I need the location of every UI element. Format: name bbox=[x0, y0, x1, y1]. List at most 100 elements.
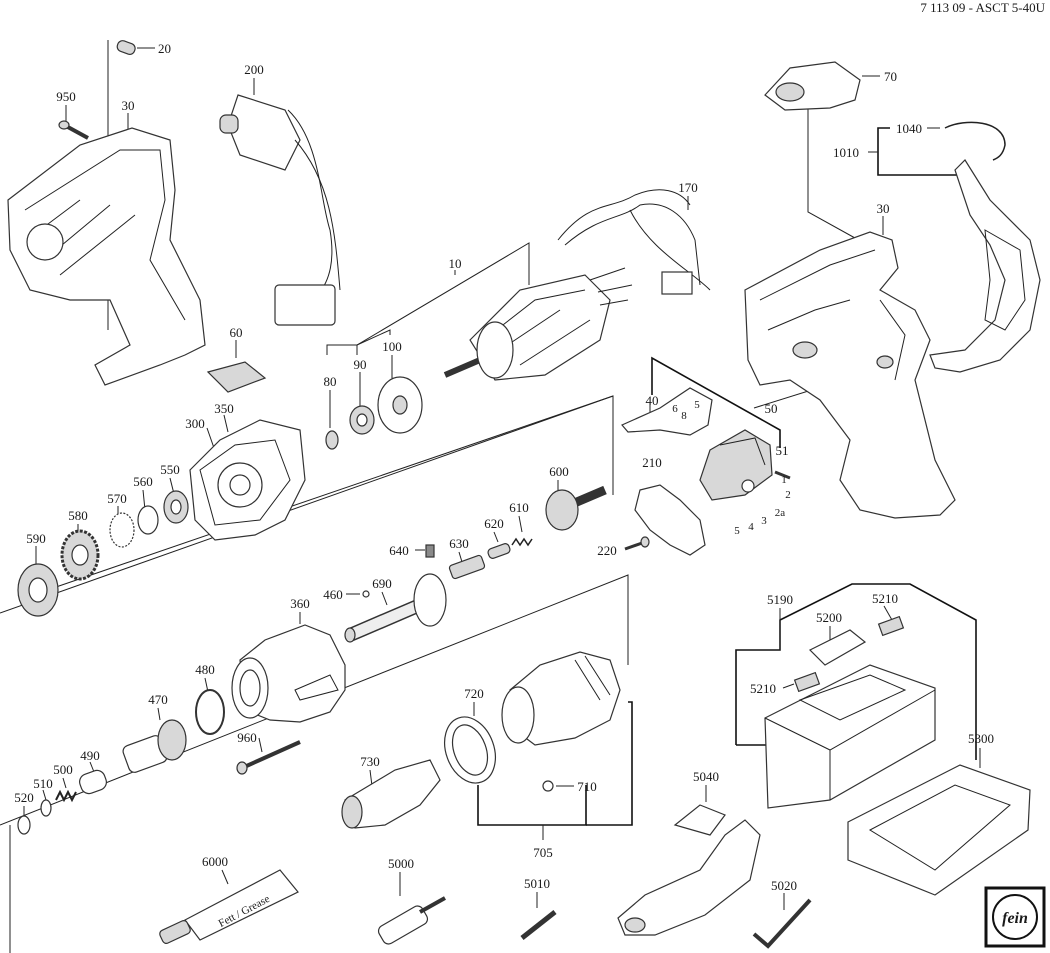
label-part: 1040 bbox=[896, 121, 922, 136]
part-compression-spring bbox=[55, 789, 77, 803]
part-grease-tube: Fett / Grease bbox=[159, 869, 299, 944]
part-nose-piece bbox=[501, 651, 621, 746]
label-part: 5200 bbox=[816, 610, 842, 625]
label-part: 200 bbox=[244, 62, 264, 77]
part-fan bbox=[377, 376, 423, 434]
label-part: 720 bbox=[464, 686, 484, 701]
label-part: 640 bbox=[389, 543, 409, 558]
label-part: 5210 bbox=[750, 681, 776, 696]
part-drive-shaft bbox=[545, 485, 607, 531]
label-part: 5040 bbox=[693, 769, 719, 784]
label-part: 470 bbox=[148, 692, 168, 707]
label-part: 5010 bbox=[524, 876, 550, 891]
label-part: 6 bbox=[672, 403, 678, 415]
part-depth-ring bbox=[444, 716, 496, 784]
label-part: 300 bbox=[185, 416, 205, 431]
label-part: 1 bbox=[781, 474, 787, 486]
label-part: 960 bbox=[237, 730, 257, 745]
label-part: 620 bbox=[484, 516, 504, 531]
label-part: 51 bbox=[776, 443, 789, 458]
part-spring bbox=[511, 537, 533, 547]
label-part: 600 bbox=[549, 464, 569, 479]
fein-logo: fein bbox=[984, 886, 1046, 948]
part-screw bbox=[58, 120, 89, 140]
part-case-handle bbox=[808, 629, 867, 666]
label-part: 5 bbox=[734, 525, 740, 537]
part-cap bbox=[764, 61, 861, 111]
label-part: 5210 bbox=[872, 591, 898, 606]
part-screwdriver-bit bbox=[520, 910, 557, 940]
label-part: 580 bbox=[68, 508, 88, 523]
label-part: 2a bbox=[775, 507, 786, 519]
label-part: 360 bbox=[290, 596, 310, 611]
part-bit-holder bbox=[341, 759, 441, 829]
label-part: 220 bbox=[597, 543, 617, 558]
part-hex-key bbox=[752, 898, 812, 949]
part-electronics bbox=[219, 94, 341, 326]
part-small-screw bbox=[774, 470, 791, 480]
part-washer bbox=[325, 430, 339, 450]
label-part: 550 bbox=[160, 462, 180, 477]
label-part: 2 bbox=[785, 489, 791, 501]
label-part: 610 bbox=[509, 500, 529, 515]
part-retaining-ring bbox=[17, 815, 31, 835]
label-part: 6000 bbox=[202, 854, 228, 869]
label-part: 480 bbox=[195, 662, 215, 677]
label-part: 510 bbox=[33, 776, 53, 791]
part-washer-560 bbox=[137, 505, 159, 535]
part-bushing bbox=[79, 769, 107, 795]
part-pin-small bbox=[487, 543, 511, 559]
label-part: 8 bbox=[681, 410, 687, 422]
label-part: 20 bbox=[158, 41, 171, 56]
label-part: 210 bbox=[642, 455, 662, 470]
label-part: 30 bbox=[122, 98, 135, 113]
part-spring-clip bbox=[944, 121, 1006, 161]
part-trigger-screw bbox=[624, 536, 650, 551]
part-ball bbox=[542, 780, 554, 792]
label-part: 30 bbox=[877, 201, 890, 216]
part-trigger bbox=[634, 484, 706, 556]
label-part: 500 bbox=[53, 762, 73, 777]
label-part: 710 bbox=[577, 779, 597, 794]
label-part: 350 bbox=[214, 401, 234, 416]
label-part: 4 bbox=[748, 521, 754, 533]
part-housing-right bbox=[744, 231, 956, 519]
label-part: 560 bbox=[133, 474, 153, 489]
part-connector bbox=[206, 361, 267, 393]
part-switch-contact bbox=[621, 387, 713, 436]
label-part: 80 bbox=[324, 374, 337, 389]
part-case-base bbox=[847, 764, 1031, 896]
label-part: 40 bbox=[646, 393, 659, 408]
part-motor bbox=[443, 267, 633, 381]
part-housing-left bbox=[7, 127, 206, 386]
label-part: 950 bbox=[56, 89, 76, 104]
part-spindle-screw bbox=[448, 554, 486, 580]
part-gear-580 bbox=[60, 529, 100, 581]
part-case bbox=[764, 664, 936, 809]
part-spindle bbox=[344, 573, 447, 643]
part-set-screw bbox=[425, 544, 435, 558]
label-part: 5190 bbox=[767, 592, 793, 607]
part-socket bbox=[377, 896, 446, 945]
label-part: 5020 bbox=[771, 878, 797, 893]
label-part: 170 bbox=[678, 180, 698, 195]
label-part: 70 bbox=[884, 69, 897, 84]
label-part: 460 bbox=[323, 587, 343, 602]
part-needle-bearing bbox=[109, 512, 135, 548]
leader-lines bbox=[0, 40, 981, 953]
label-part: 1010 bbox=[833, 145, 859, 160]
part-belt-hook bbox=[929, 159, 1041, 373]
part-drawings: Fett / Grease bbox=[7, 40, 1041, 949]
label-part: 590 bbox=[26, 531, 46, 546]
fein-logo-text: fein bbox=[1002, 910, 1028, 927]
part-labels: 20 200 950 30 60 350 300 10 80 90 100 17… bbox=[14, 41, 994, 893]
label-part: 50 bbox=[765, 401, 778, 416]
label-part: 570 bbox=[107, 491, 127, 506]
part-o-ring bbox=[195, 689, 225, 735]
label-part: 690 bbox=[372, 576, 392, 591]
part-wiring bbox=[557, 189, 711, 295]
label-part: 60 bbox=[230, 325, 243, 340]
part-bearing-590 bbox=[17, 563, 59, 617]
label-part: 520 bbox=[14, 790, 34, 805]
